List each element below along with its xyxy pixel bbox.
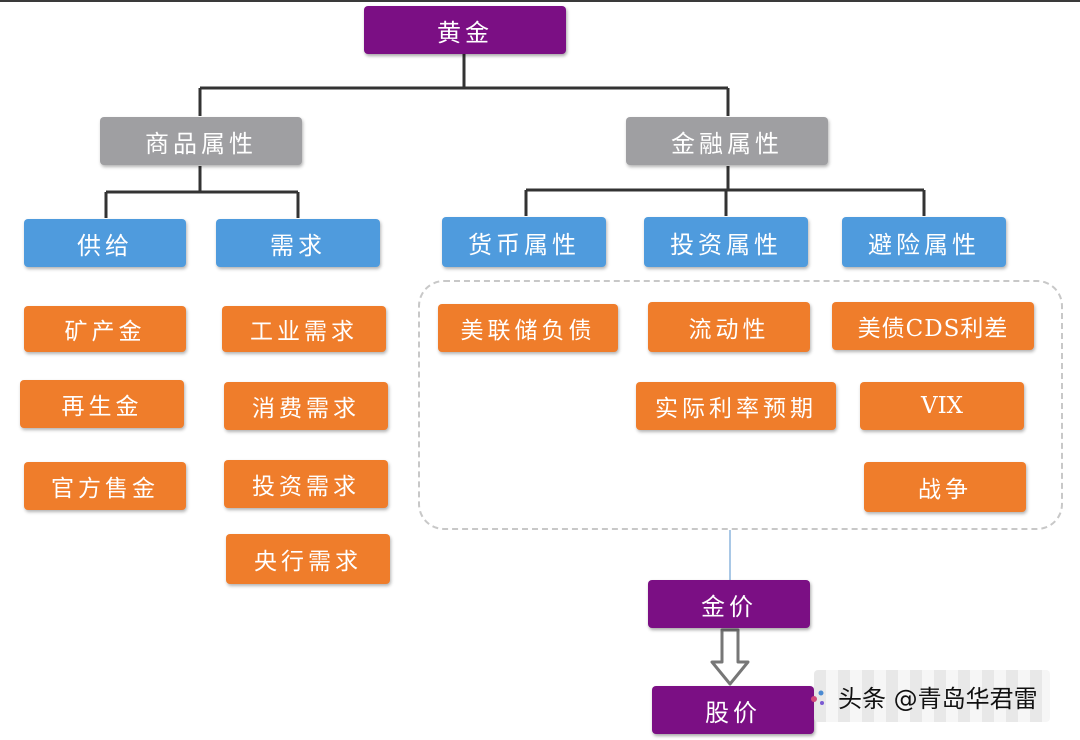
down-arrow-icon (710, 628, 750, 686)
supply-item-recycled-gold: 再生金 (20, 380, 184, 428)
demand-item-investment: 投资需求 (224, 460, 388, 508)
hedge-attribute-node: 避险属性 (842, 217, 1006, 267)
demand-node: 需求 (216, 219, 380, 267)
financial-attribute-node: 金融属性 (626, 117, 828, 165)
toutiao-logo-icon (811, 690, 824, 705)
supply-item-mine-gold: 矿产金 (24, 306, 186, 352)
root-node-gold: 黄金 (364, 6, 566, 54)
currency-attribute-node: 货币属性 (442, 217, 606, 267)
watermark-background (814, 670, 1050, 722)
factor-us-cds-spread: 美债CDS利差 (832, 302, 1034, 350)
demand-item-industrial: 工业需求 (222, 306, 386, 352)
demand-item-central-bank: 央行需求 (226, 534, 390, 584)
factor-fed-liabilities: 美联储负债 (438, 304, 618, 352)
financial-factors-group (418, 280, 1063, 530)
factor-real-rate-expectation: 实际利率预期 (636, 382, 836, 430)
top-border-line (0, 0, 1080, 2)
gold-price-node: 金价 (648, 580, 810, 628)
watermark: 头条 @青岛华君雷 (808, 670, 1054, 722)
watermark-text: 头条 @青岛华君雷 (838, 684, 1038, 713)
supply-node: 供给 (24, 219, 186, 267)
factor-war: 战争 (864, 462, 1026, 512)
factor-liquidity: 流动性 (648, 302, 810, 352)
factor-vix: VIX (860, 382, 1024, 430)
demand-item-consumer: 消费需求 (224, 382, 388, 430)
investment-attribute-node: 投资属性 (644, 217, 808, 267)
commodity-attribute-node: 商品属性 (100, 117, 302, 165)
stock-price-node: 股价 (652, 686, 814, 734)
supply-item-official-sales: 官方售金 (24, 462, 186, 510)
